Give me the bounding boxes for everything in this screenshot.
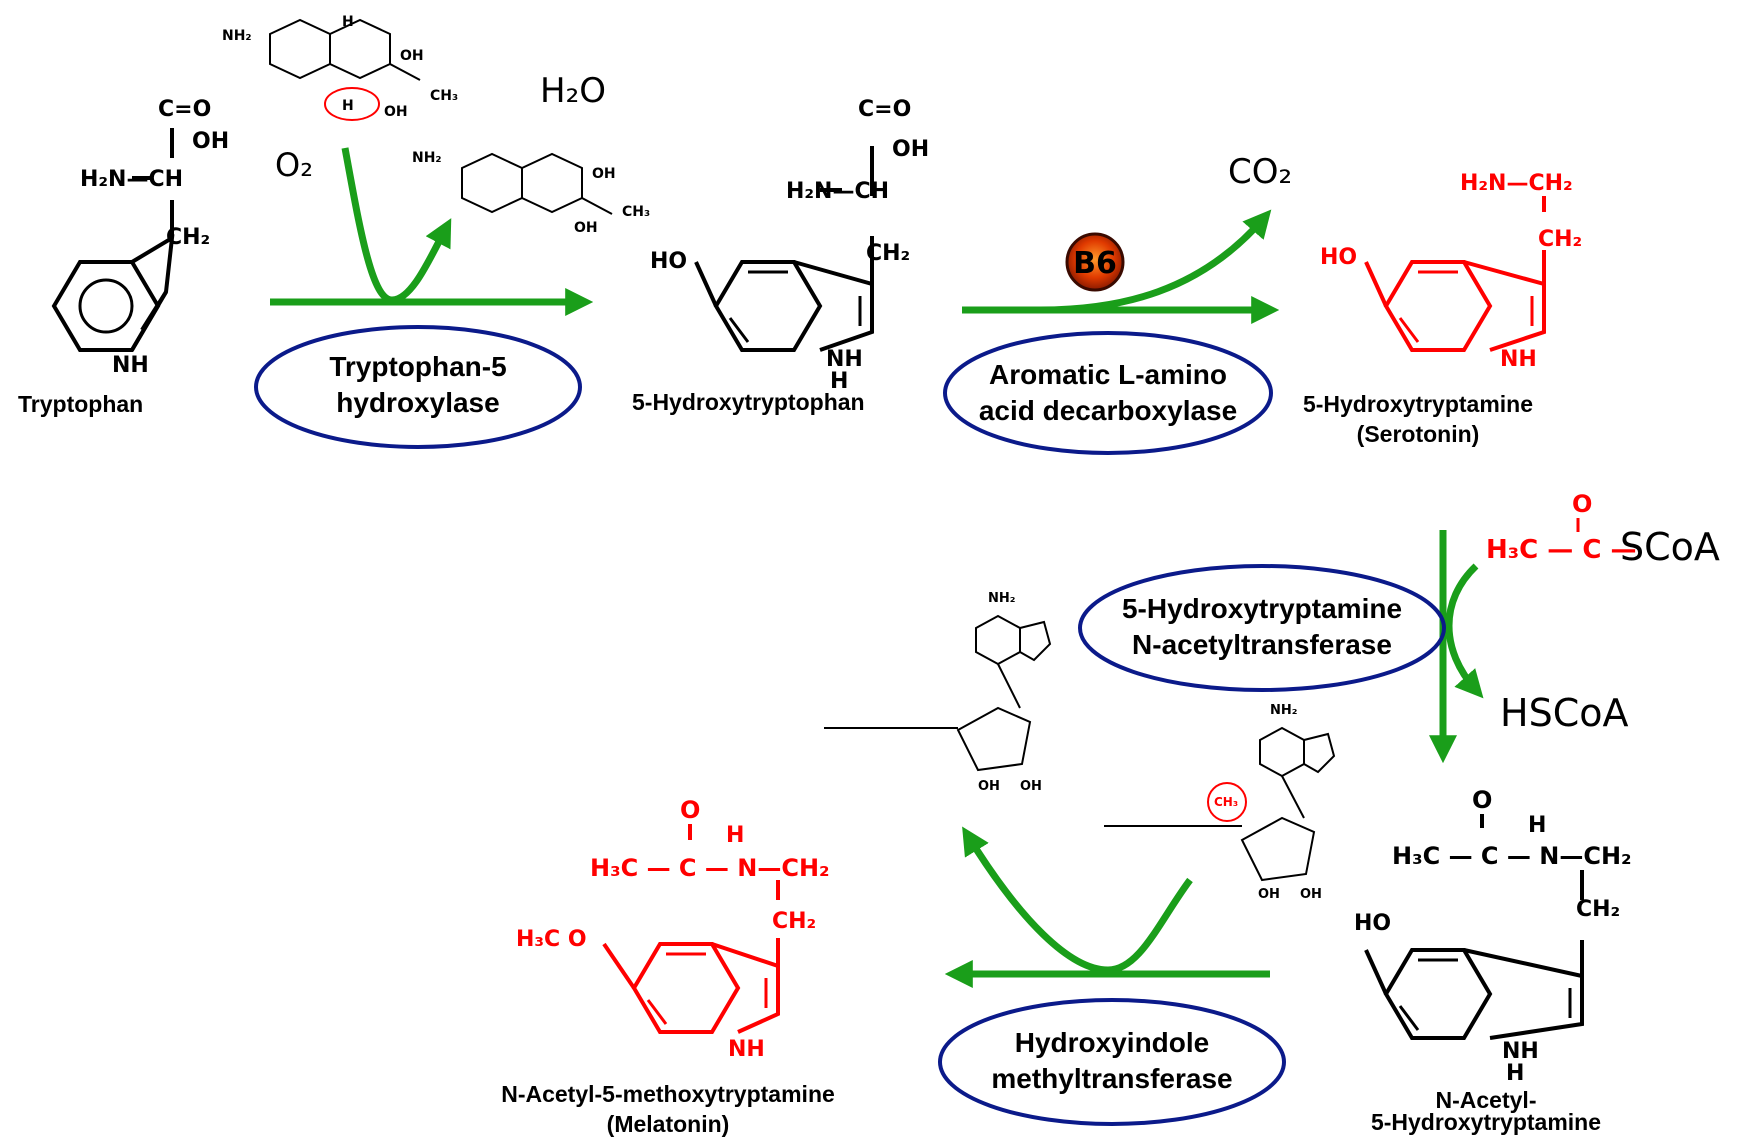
melatonin-label-line1: N-Acetyl-5-methoxytryptamine [501, 1081, 835, 1107]
serotonin-structure [1364, 196, 1546, 352]
nacetyl-label-line2: 5-Hydroxytryptamine [1371, 1109, 1601, 1135]
pterin-h-abstracted-text: H [342, 98, 354, 114]
q-pterin-oh2-text: OH [574, 220, 598, 236]
sam-oh1-text: OH [1258, 887, 1280, 902]
htp-ho-text: HO [650, 249, 687, 274]
tph-cofactor-arrow [341, 147, 452, 304]
q-pterin-ch3-text: CH₃ [622, 204, 650, 220]
sah-structure [824, 614, 1052, 772]
mel-o-text: O [680, 796, 700, 824]
scoa-text: SCoA [1620, 525, 1720, 569]
htp-oh-text: OH [892, 137, 929, 162]
pterin-nh2-text: NH₂ [222, 28, 252, 44]
q-pterin-oh-text: OH [592, 166, 616, 182]
mel-nh-text: NH [728, 1037, 765, 1062]
mel-ch2-text: CH₂ [772, 909, 816, 934]
mel-h3co-text: H₃C O [516, 927, 587, 952]
aadc-enzyme-line2: acid decarboxylase [979, 395, 1237, 426]
ch2-text: CH₂ [166, 225, 210, 250]
tph-enzyme-ellipse [254, 325, 582, 449]
acetyl-coa-prefix-text: H₃C — C — [1486, 535, 1636, 565]
pterin-oh-text: OH [400, 48, 424, 64]
indole-nh-text: NH [112, 353, 149, 378]
pterin-ch3-text: CH₃ [430, 88, 458, 104]
oh-text: OH [192, 129, 229, 154]
h2n-ch-text: H₂N—CH [80, 167, 183, 192]
nacetyl-serotonin-structure [1364, 814, 1584, 1040]
acetyl-coa-o-text: O [1572, 490, 1592, 518]
mel-h-text: H [726, 823, 744, 848]
tetrahydrobiopterin-structure [269, 18, 421, 81]
mel-h3c-c-nh-text: H₃C — C — N—CH₂ [590, 854, 830, 882]
melatonin-structure [602, 824, 780, 1034]
serotonin-label-line1: 5-Hydroxytryptamine [1303, 391, 1533, 417]
nas-ho-text: HO [1354, 911, 1391, 936]
nas-o-text: O [1472, 786, 1492, 814]
aanat-enzyme-line1: 5-Hydroxytryptamine [1122, 593, 1402, 624]
sam-ch3-text: CH₃ [1214, 795, 1238, 809]
reaction2-arrows [962, 209, 1280, 324]
sam-to-sah-arrow [962, 826, 1193, 974]
htp-ch2-text: CH₂ [866, 241, 910, 266]
tph-enzyme-line2: hydroxylase [336, 387, 499, 418]
hydroxytryptophan-label: 5-Hydroxytryptophan [632, 389, 865, 415]
sam-oh2-text: OH [1300, 887, 1322, 902]
htp-nh-text: NH [826, 347, 863, 372]
b6-text: B6 [1073, 246, 1117, 281]
nacetyl-label-line1: N-Acetyl- [1436, 1087, 1537, 1113]
aadc-enzyme-line1: Aromatic L-amino [989, 359, 1227, 390]
htp-h2n-ch-text: H₂N—CH [786, 179, 889, 204]
ser-ch2-text: CH₂ [1538, 227, 1582, 252]
hiomt-enzyme-line2: methyltransferase [991, 1063, 1232, 1094]
reaction3-arrows [1429, 530, 1484, 764]
aanat-enzyme-ellipse [1078, 564, 1446, 692]
acetyl-coa-arrow [1445, 563, 1484, 699]
htp-h-text: H [830, 369, 848, 394]
serotonin-label-line2: (Serotonin) [1357, 421, 1480, 447]
hiomt-enzyme-line1: Hydroxyindole [1015, 1027, 1209, 1058]
q-pterin-nh2-text: NH₂ [412, 150, 442, 166]
o2-text: O₂ [275, 146, 313, 184]
ser-h2n-ch2-text: H₂N—CH₂ [1460, 171, 1573, 196]
hscoa-text: HSCoA [1500, 691, 1628, 735]
tph-enzyme-line1: Tryptophan-5 [329, 351, 506, 382]
ser-ho-text: HO [1320, 245, 1357, 270]
reaction1-arrows [270, 147, 594, 316]
pterin-oh2-text: OH [384, 104, 408, 120]
sah-oh2-text: OH [1020, 779, 1042, 794]
sah-oh1-text: OH [978, 779, 1000, 794]
sam-structure [1104, 726, 1336, 882]
pterin-h-text: H [342, 14, 354, 30]
co2-text: CO₂ [1228, 152, 1292, 192]
co2-release-arrow [1039, 209, 1272, 314]
nas-h2-text: H [1506, 1061, 1524, 1086]
sam-nh2-text: NH₂ [1270, 703, 1297, 718]
b6-cofactor-icon [1065, 232, 1125, 292]
nas-h-text: H [1528, 813, 1546, 838]
cooh-text: C=O [158, 97, 211, 122]
dihydrobiopterin-structure [461, 152, 613, 215]
nas-nh-text: NH [1502, 1039, 1539, 1064]
tryptophan-label: Tryptophan [18, 391, 143, 417]
hiomt-enzyme-ellipse [938, 998, 1286, 1126]
reaction4-arrows [944, 826, 1270, 988]
hydroxytryptophan-structure [694, 146, 874, 352]
aanat-enzyme-line2: N-acetyltransferase [1132, 629, 1392, 660]
htp-cooh-text: C=O [858, 97, 911, 122]
tryptophan-structure [51, 128, 175, 352]
sam-methyl-circle [1207, 782, 1247, 822]
nas-h3c-c-nh-text: H₃C — C — N—CH₂ [1392, 842, 1632, 870]
ser-nh-text: NH [1500, 347, 1537, 372]
nas-ch2-text: CH₂ [1576, 897, 1620, 922]
melatonin-label-line2: (Melatonin) [607, 1111, 730, 1137]
sah-nh2-text: NH₂ [988, 591, 1015, 606]
h2o-text: H₂O [540, 71, 606, 111]
aadc-enzyme-ellipse [943, 331, 1273, 455]
abstracted-hydrogen-circle [324, 87, 380, 121]
